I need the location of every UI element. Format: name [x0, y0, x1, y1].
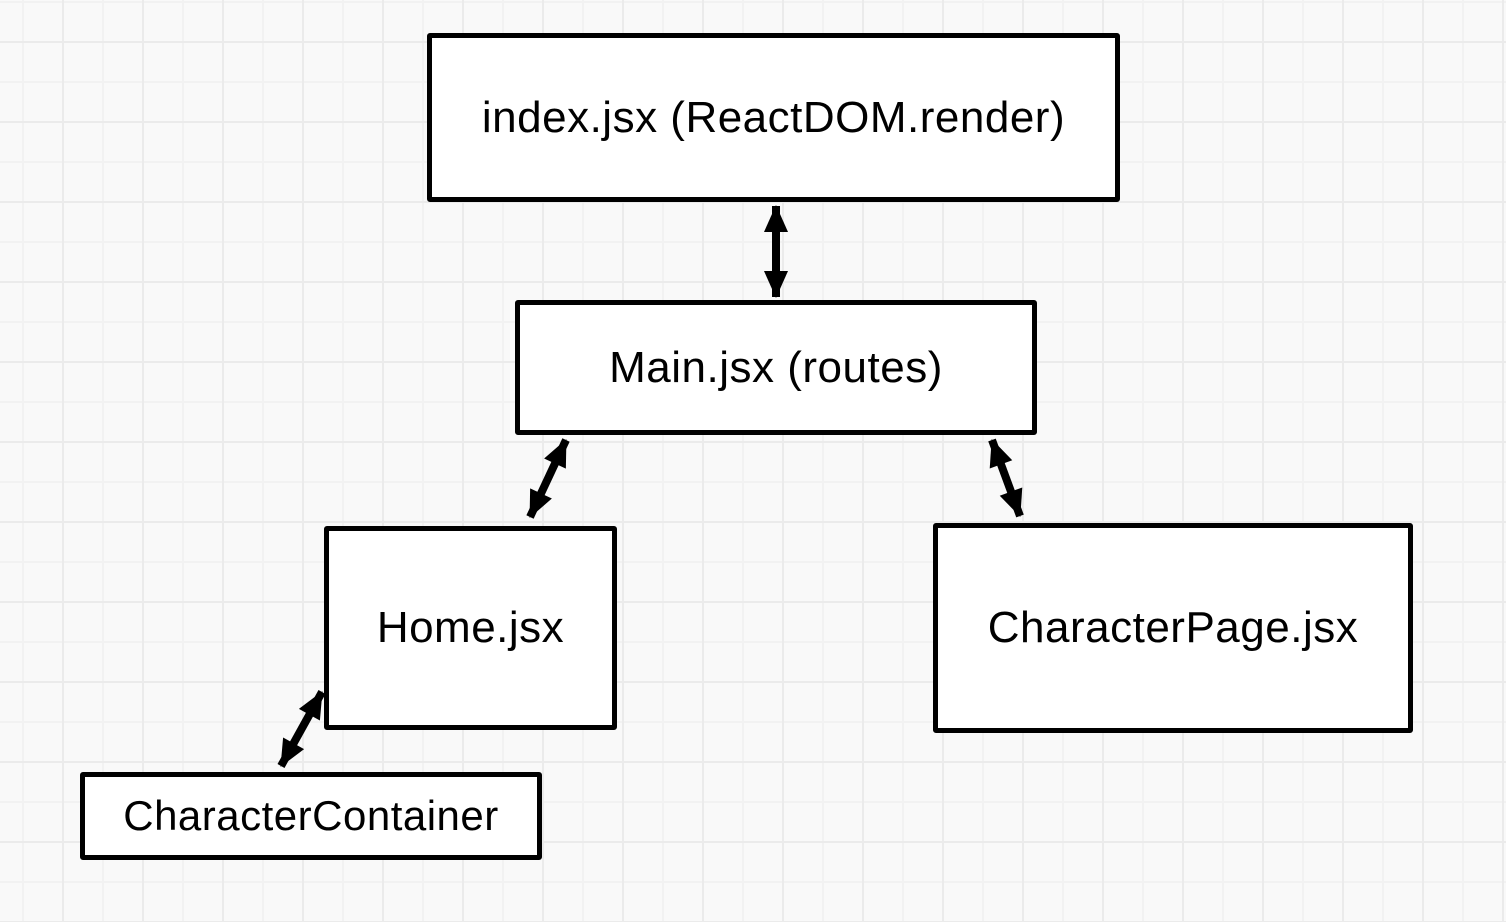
- node-label-characterpage-jsx: CharacterPage.jsx: [987, 603, 1359, 652]
- node-index-jsx[interactable]: index.jsx (ReactDOM.render): [427, 33, 1120, 202]
- node-charactercontainer[interactable]: CharacterContainer: [80, 772, 542, 860]
- node-home-jsx[interactable]: Home.jsx: [324, 526, 617, 730]
- node-label-index-jsx: index.jsx (ReactDOM.render): [481, 92, 1066, 142]
- node-main-jsx[interactable]: Main.jsx (routes): [515, 300, 1037, 435]
- node-characterpage-jsx[interactable]: CharacterPage.jsx: [933, 523, 1413, 733]
- node-label-charactercontainer: CharacterContainer: [123, 792, 499, 839]
- arrow-main-characterpage[interactable]: [988, 438, 1024, 518]
- arrow-home-charactercontainer[interactable]: [277, 690, 326, 768]
- arrow-main-home[interactable]: [526, 438, 570, 519]
- node-label-home-jsx: Home.jsx: [376, 603, 565, 652]
- node-label-main-jsx: Main.jsx (routes): [609, 342, 943, 392]
